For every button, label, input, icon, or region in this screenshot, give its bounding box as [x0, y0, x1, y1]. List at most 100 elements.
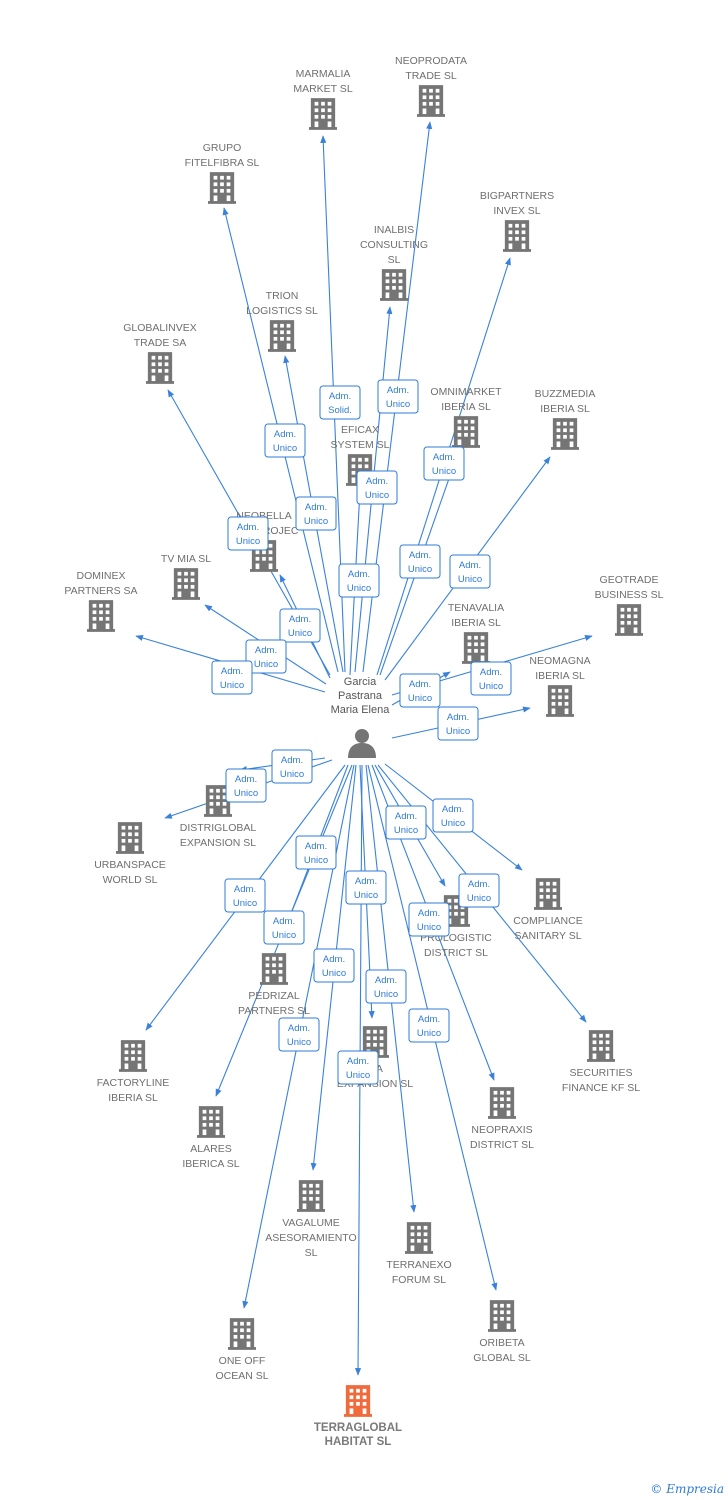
- role-badge[interactable]: Adm.Unico: [263, 910, 305, 945]
- role-badge[interactable]: Adm.Unico: [337, 1050, 379, 1085]
- role-badge[interactable]: Adm.Unico: [377, 379, 419, 414]
- building-icon: [534, 878, 562, 910]
- company-label-line: IBERICA SL: [182, 1158, 239, 1170]
- role-badge-text: Adm.: [468, 879, 490, 890]
- company-label-line: GLOBAL SL: [473, 1352, 531, 1364]
- role-badge-text: Adm.: [323, 954, 345, 965]
- company-label-line: GLOBALINVEX: [123, 322, 197, 334]
- role-badge[interactable]: Adm.Unico: [278, 1017, 320, 1052]
- building-icon: [587, 1030, 615, 1062]
- role-badge-text: Adm.: [274, 429, 296, 440]
- company-label-line: SL: [305, 1247, 318, 1259]
- person-node[interactable]: Garcia Pastrana Maria Elena: [331, 676, 391, 758]
- role-badge-text: Adm.: [442, 804, 464, 815]
- role-badge-box: [263, 910, 305, 945]
- role-badge[interactable]: Adm.Unico: [408, 902, 450, 937]
- role-badge[interactable]: Adm.Unico: [295, 835, 337, 870]
- building-icon: [297, 1180, 325, 1212]
- company-node-tvmia[interactable]: TV MIA SL: [161, 553, 211, 600]
- role-badge[interactable]: Adm.Unico: [470, 661, 512, 696]
- role-badge[interactable]: Adm.Unico: [345, 870, 387, 905]
- role-badge[interactable]: Adm.Unico: [313, 948, 355, 983]
- role-badge[interactable]: Adm.Unico: [227, 516, 269, 551]
- role-badge[interactable]: Adm.Unico: [385, 805, 427, 840]
- company-label-line: INVEX SL: [493, 205, 540, 217]
- company-label-line: DOMINEX: [76, 570, 125, 582]
- company-label-line: SYSTEM SL: [331, 439, 390, 451]
- company-label-line: OMNIMARKET: [430, 386, 502, 398]
- role-badge[interactable]: Adm.Unico: [437, 706, 479, 741]
- role-badge-box: [408, 902, 450, 937]
- company-label-line: INALBIS: [374, 224, 414, 236]
- role-badge[interactable]: Adm.Unico: [271, 749, 313, 784]
- role-badge[interactable]: Adm.Unico: [279, 608, 321, 643]
- building-icon: [309, 98, 337, 130]
- role-badge-text: Adm.: [305, 502, 327, 513]
- role-badge-box: [377, 379, 419, 414]
- role-badge[interactable]: Adm.Unico: [449, 554, 491, 589]
- role-badge[interactable]: Adm.Unico: [356, 470, 398, 505]
- role-badge[interactable]: Adm.Unico: [338, 563, 380, 598]
- role-badge[interactable]: Adm.Unico: [432, 798, 474, 833]
- footer-brand: © Empresia: [650, 1482, 724, 1496]
- role-badge-text: Adm.: [355, 876, 377, 887]
- role-badge[interactable]: Adm.Unico: [264, 423, 306, 458]
- company-label-line: NEOPRAXIS: [471, 1124, 532, 1136]
- person-name-line-1: Garcia: [344, 676, 377, 688]
- role-badge-text: Unico: [236, 536, 260, 547]
- company-label-line: PEDRIZAL: [248, 990, 300, 1002]
- role-badge[interactable]: Adm.Unico: [399, 544, 441, 579]
- role-badge[interactable]: Adm.Solid.: [319, 385, 361, 420]
- role-badge[interactable]: Adm.Unico: [408, 1008, 450, 1043]
- building-icon: [452, 416, 480, 448]
- role-badge[interactable]: Adm.Unico: [365, 969, 407, 1004]
- role-badge-text: Adm.: [366, 476, 388, 487]
- person-name-line-3: Maria Elena: [331, 704, 391, 716]
- role-badge[interactable]: Adm.Unico: [458, 873, 500, 908]
- role-badge[interactable]: Adm.Unico: [211, 660, 253, 695]
- company-label-line: COMPLIANCE: [513, 915, 582, 927]
- role-badge[interactable]: Adm.Unico: [224, 878, 266, 913]
- role-badge[interactable]: Adm.Unico: [295, 496, 337, 531]
- role-badge-text: Solid.: [328, 405, 352, 416]
- role-badge-text: Adm.: [289, 614, 311, 625]
- role-badge-text: Adm.: [221, 666, 243, 677]
- role-badge-text: Adm.: [447, 712, 469, 723]
- role-badge-text: Adm.: [305, 841, 327, 852]
- role-badge[interactable]: Adm.Unico: [245, 639, 287, 674]
- role-badge[interactable]: Adm.Unico: [399, 673, 441, 708]
- company-label-line: CONSULTING: [360, 239, 428, 251]
- role-badge[interactable]: Adm.Unico: [225, 768, 267, 803]
- role-badge-text: Unico: [479, 681, 503, 692]
- role-badge[interactable]: Adm.Unico: [423, 446, 465, 481]
- role-badge-text: Unico: [234, 788, 258, 799]
- role-badge-box: [278, 1017, 320, 1052]
